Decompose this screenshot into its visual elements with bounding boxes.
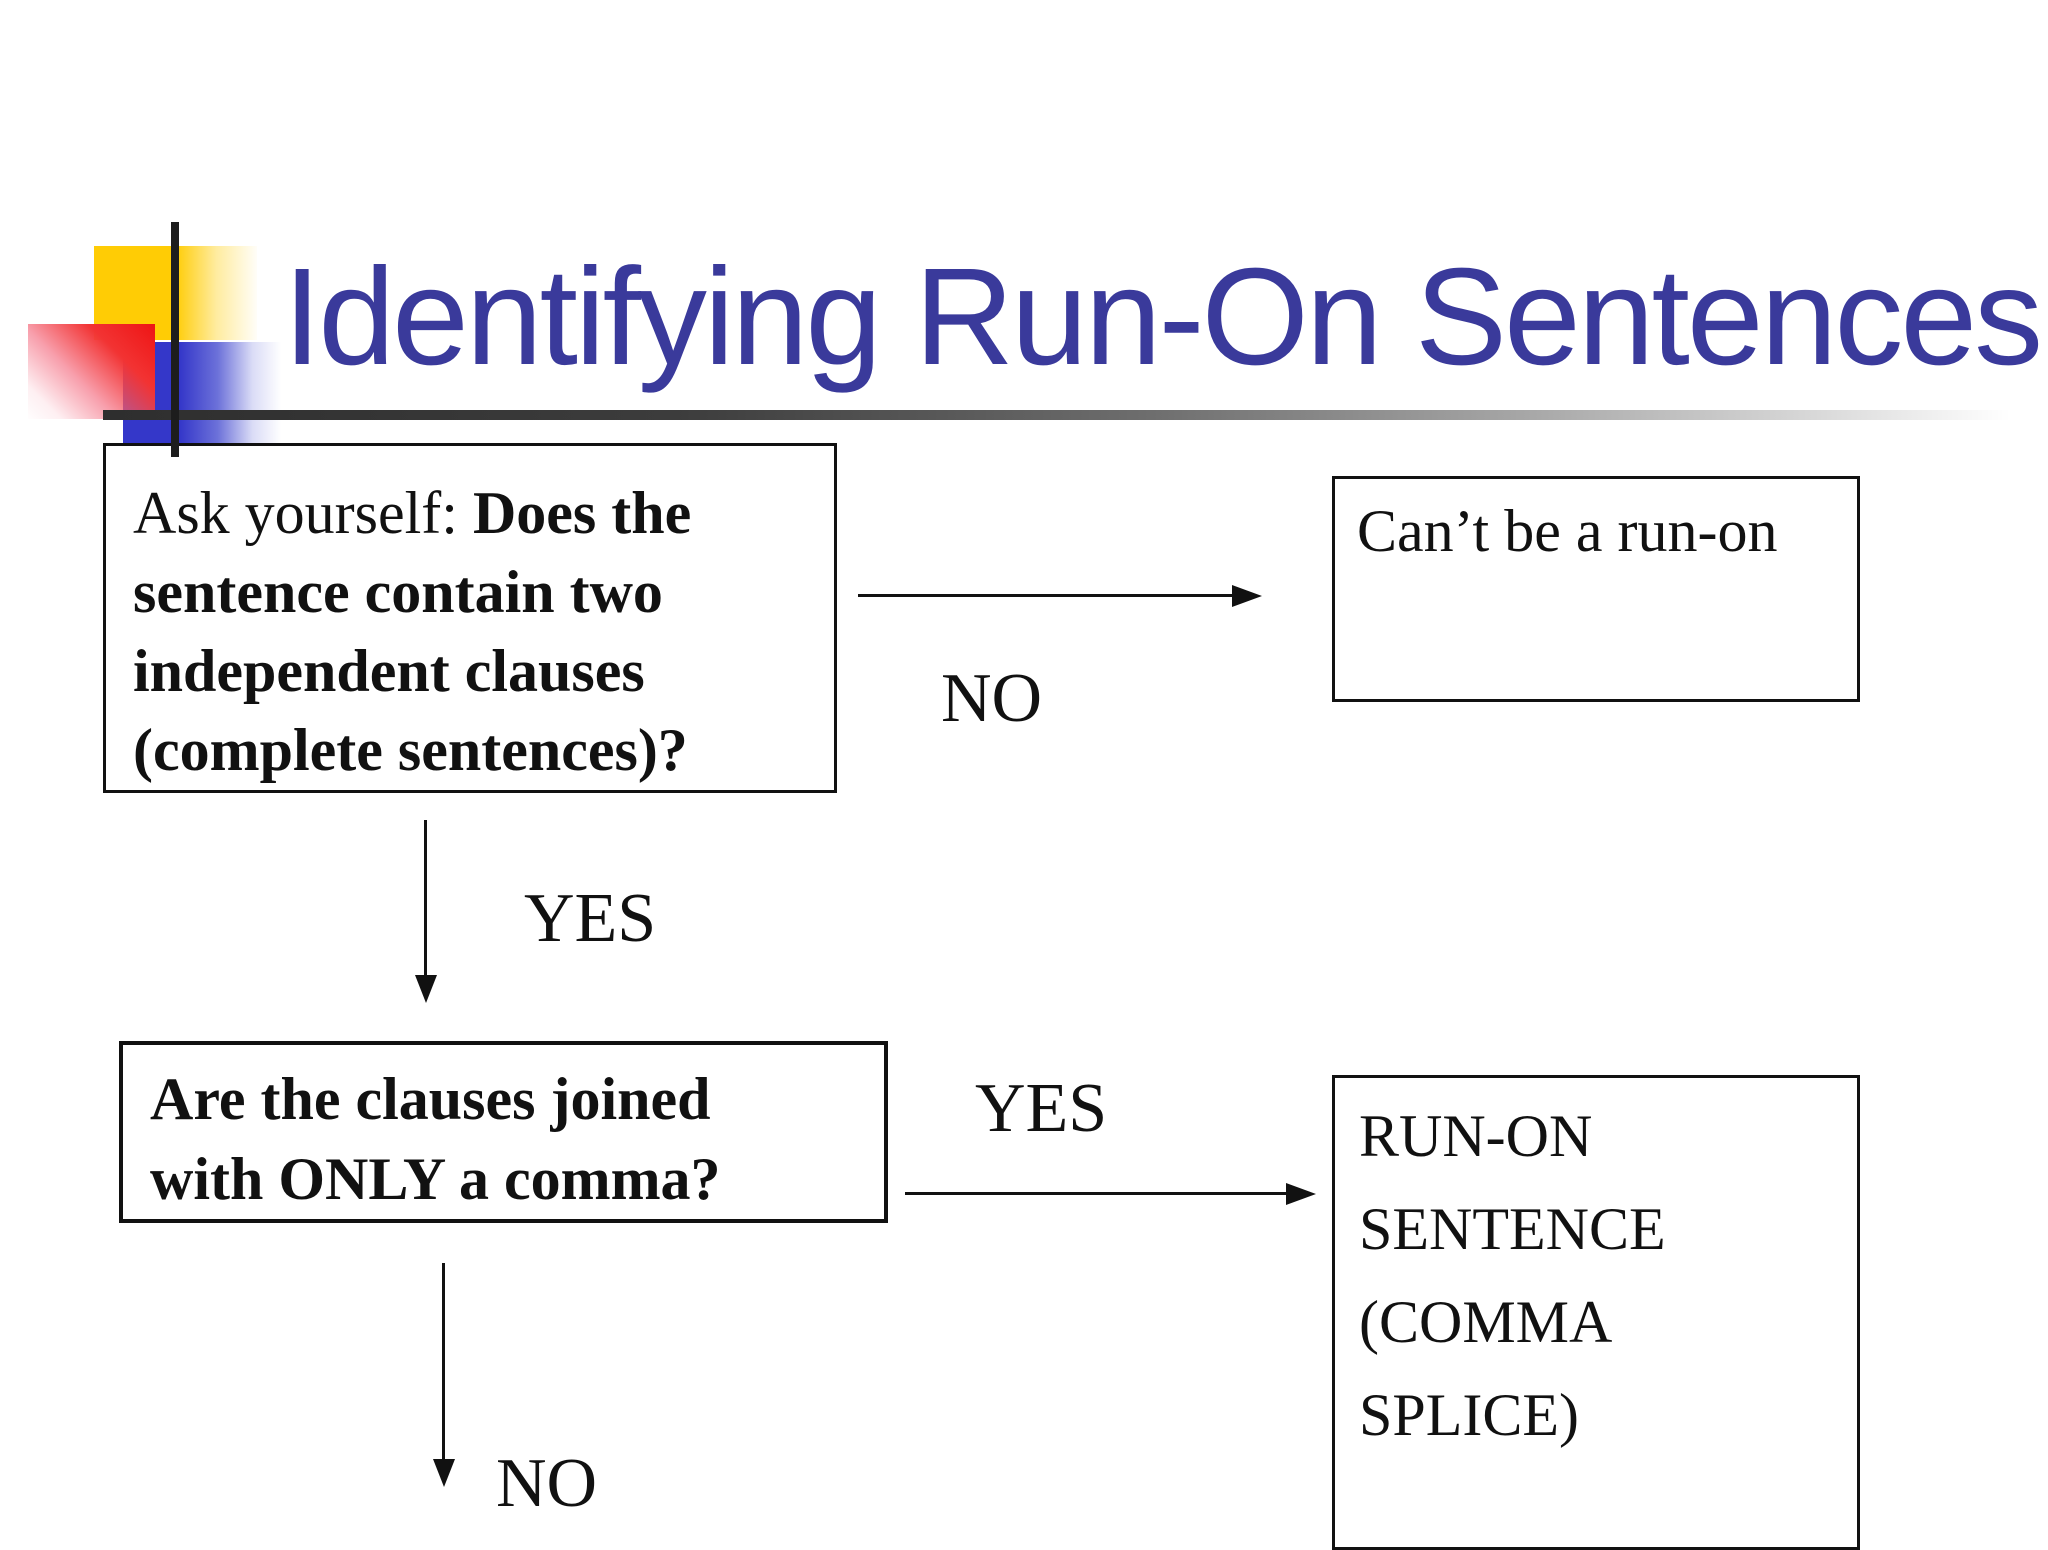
flowbox-text-line: (complete sentences)?	[133, 717, 688, 783]
question1-box: Ask yourself: Does the sentence contain t…	[103, 443, 837, 793]
title-divider-bar	[103, 410, 2010, 420]
result-run-on-sentence-box: RUN-ON SENTENCE (COMMA SPLICE)	[1332, 1075, 1860, 1550]
yes-label-left: YES	[524, 880, 657, 957]
arrow-no-down-shaft	[442, 1263, 445, 1459]
flowbox-text-line: independent clauses	[133, 638, 645, 704]
flowbox-text-line: sentence contain two	[133, 559, 663, 625]
flowbox-text-line: Can’t be a run-on	[1357, 498, 1778, 564]
arrow-no-down-head	[433, 1459, 455, 1487]
no-label-bottom: NO	[496, 1445, 598, 1522]
question2-box: Are the clauses joined with ONLY a comma?	[119, 1041, 888, 1223]
arrow-yes-down-shaft	[424, 820, 427, 975]
result-cant-be-run-on-box: Can’t be a run-on	[1332, 476, 1860, 702]
flowbox-text-line: RUN-ON	[1359, 1103, 1593, 1169]
arrow-no-right-head	[1232, 585, 1262, 607]
arrow-no-right-shaft	[858, 594, 1235, 597]
no-label-top: NO	[941, 660, 1043, 737]
flowbox-text-line: Are the clauses joined	[150, 1066, 711, 1132]
flowbox-text-line: SENTENCE	[1359, 1196, 1666, 1262]
slide-title: Identifying Run-On Sentences	[283, 240, 2043, 394]
yes-label-right: YES	[975, 1070, 1108, 1147]
flowbox-text-line: Ask yourself: Does the	[133, 480, 692, 546]
decoration-vertical-line	[171, 222, 179, 457]
arrow-yes-right-shaft	[905, 1192, 1286, 1195]
arrow-yes-right-head	[1286, 1183, 1316, 1205]
flowbox-text-line: SPLICE)	[1359, 1382, 1580, 1448]
flowbox-text-line: (COMMA	[1359, 1289, 1613, 1355]
decoration-red-square	[28, 324, 155, 419]
arrow-yes-down-head	[415, 975, 437, 1003]
flowbox-text-line: with ONLY a comma?	[150, 1146, 721, 1212]
